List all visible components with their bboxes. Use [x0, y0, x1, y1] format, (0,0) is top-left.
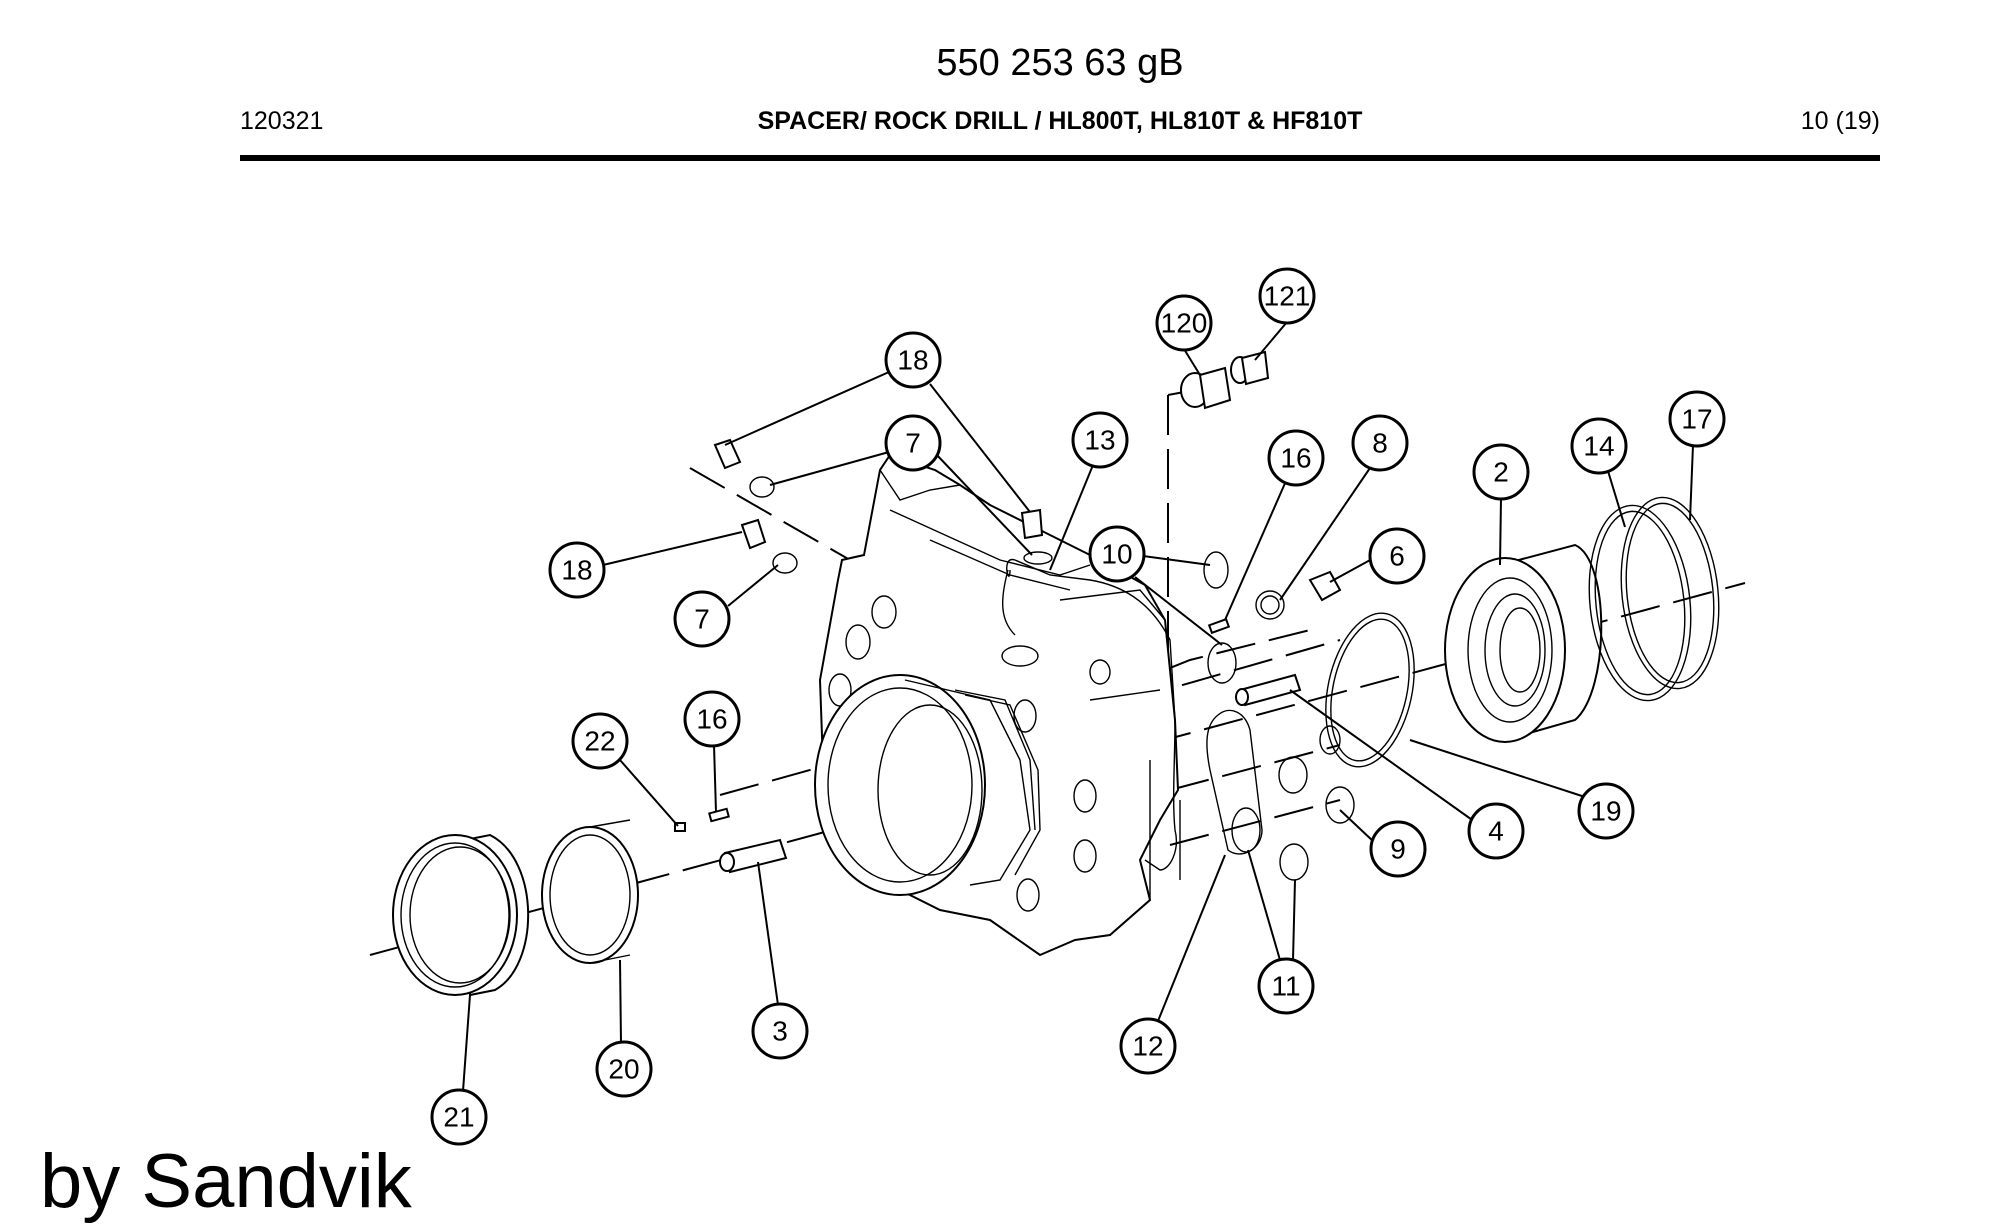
balloon-16-top: 16 — [1267, 429, 1325, 487]
pin-22 — [674, 822, 686, 832]
balloon-16-left: 16 — [683, 690, 741, 748]
balloon-17: 17 — [1668, 390, 1726, 448]
svg-text:7: 7 — [694, 604, 710, 635]
balloon-18-left: 18 — [548, 541, 606, 599]
svg-text:21: 21 — [443, 1102, 474, 1133]
balloon-7-top: 7 — [884, 414, 942, 472]
oring-19 — [1325, 612, 1415, 768]
balloon-10: 10 — [1088, 525, 1146, 583]
seal-13 — [1006, 558, 1177, 871]
pin-16-top — [1207, 617, 1231, 635]
oring-10b — [1207, 642, 1237, 684]
washer-7-left — [772, 552, 798, 574]
oring-9b — [1325, 786, 1355, 824]
balloon-7-left: 7 — [673, 590, 731, 648]
balloon-14: 14 — [1570, 417, 1628, 475]
fitting-120 — [1180, 366, 1232, 410]
svg-text:12: 12 — [1132, 1031, 1163, 1062]
svg-text:4: 4 — [1488, 816, 1504, 847]
balloon-3: 3 — [751, 1002, 809, 1060]
balloon-19: 19 — [1577, 782, 1635, 840]
svg-text:3: 3 — [772, 1016, 788, 1047]
plug-6 — [1308, 570, 1342, 602]
ring-17 — [1620, 496, 1720, 690]
pin-16-left — [708, 807, 730, 823]
balloon-13: 13 — [1071, 411, 1129, 469]
pin-axis — [719, 744, 901, 796]
plug-18-mid — [1020, 508, 1044, 540]
ring-21 — [392, 833, 530, 997]
balloon-12: 12 — [1119, 1017, 1177, 1075]
oring-11b — [1279, 843, 1309, 881]
svg-text:13: 13 — [1084, 425, 1115, 456]
document-number: 550 253 63 gB — [936, 42, 1184, 84]
balloon-20: 20 — [595, 1040, 653, 1098]
balloon-11: 11 — [1257, 957, 1315, 1015]
plug-18-left — [740, 518, 767, 550]
svg-text:10: 10 — [1101, 539, 1132, 570]
balloon-6: 6 — [1368, 527, 1426, 585]
date-code: 120321 — [240, 107, 324, 135]
svg-text:18: 18 — [561, 555, 592, 586]
header-rule — [240, 155, 1880, 161]
plug-axis-upper — [689, 467, 851, 561]
page-number: 10 (19) — [1800, 107, 1880, 135]
svg-text:16: 16 — [696, 704, 727, 735]
balloon-9: 9 — [1369, 820, 1427, 878]
plug-18-top — [713, 438, 742, 470]
nut-121 — [1230, 350, 1270, 386]
balloon-8: 8 — [1351, 414, 1409, 472]
svg-text:120: 120 — [1161, 308, 1208, 339]
svg-text:7: 7 — [905, 428, 921, 459]
svg-text:9: 9 — [1390, 834, 1406, 865]
svg-text:121: 121 — [1264, 281, 1311, 312]
svg-text:2: 2 — [1493, 457, 1509, 488]
balloon-4: 4 — [1467, 802, 1525, 860]
svg-text:20: 20 — [608, 1054, 639, 1085]
seal-axis-3 — [1169, 799, 1341, 846]
leader-lines — [462, 321, 1694, 1092]
washer-7-mid — [1023, 551, 1053, 565]
credit-text: by Sandvik — [40, 1139, 412, 1224]
bushing-2 — [1444, 543, 1603, 743]
balloon-120: 120 — [1155, 294, 1213, 352]
svg-text:8: 8 — [1372, 428, 1388, 459]
balloon-21: 21 — [430, 1088, 488, 1146]
balloon-22: 22 — [571, 712, 629, 770]
seal-12 — [1206, 709, 1263, 855]
ring-20 — [541, 819, 639, 964]
oring-10a — [1203, 551, 1229, 589]
svg-text:11: 11 — [1271, 971, 1300, 1002]
pin-3 — [723, 838, 788, 874]
ring-14 — [1588, 504, 1692, 702]
svg-text:22: 22 — [584, 726, 615, 757]
balloon-2: 2 — [1472, 443, 1530, 501]
svg-text:18: 18 — [897, 345, 928, 376]
svg-text:19: 19 — [1590, 796, 1621, 827]
page-title: SPACER/ ROCK DRILL / HL800T, HL810T & HF… — [757, 107, 1363, 135]
svg-text:17: 17 — [1681, 404, 1712, 435]
svg-text:16: 16 — [1280, 443, 1311, 474]
washer-7-top — [749, 476, 775, 498]
oring-9a — [1278, 756, 1308, 794]
washer-8 — [1255, 590, 1285, 620]
balloon-18-top: 18 — [884, 331, 942, 389]
svg-text:14: 14 — [1583, 431, 1614, 462]
oring-11a — [1231, 807, 1261, 853]
balloon-121: 121 — [1258, 267, 1316, 325]
svg-text:6: 6 — [1389, 541, 1405, 572]
